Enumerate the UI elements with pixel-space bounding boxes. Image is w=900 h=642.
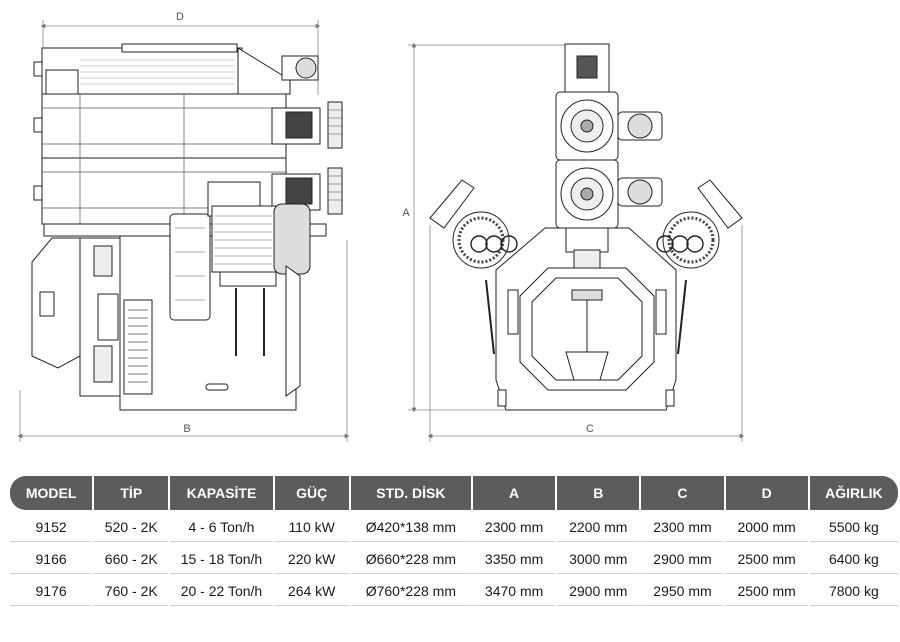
- header-b: B: [557, 476, 640, 510]
- dimension-label-c: C: [586, 423, 594, 435]
- dimension-lines: [17, 20, 745, 442]
- table-cell: Ø420*138 mm: [350, 513, 471, 542]
- table-cell: 3350 mm: [473, 545, 556, 574]
- header-guc: GÜÇ: [274, 476, 349, 510]
- table-cell: 3470 mm: [473, 577, 556, 606]
- table-header-row: MODEL TİP KAPASİTE GÜÇ STD. DİSK A B C D…: [10, 476, 898, 510]
- header-d: D: [725, 476, 808, 510]
- table-cell: 9176: [10, 577, 93, 606]
- table-cell: 5500 kg: [809, 513, 898, 542]
- header-agirlik: AĞIRLIK: [809, 476, 898, 510]
- table-cell: 520 - 2K: [94, 513, 169, 542]
- table-cell: 4 - 6 Ton/h: [170, 513, 273, 542]
- table-cell: 9152: [10, 513, 93, 542]
- table-cell: 264 kW: [274, 577, 349, 606]
- table-cell: 2950 mm: [641, 577, 724, 606]
- table-cell: 110 kW: [274, 513, 349, 542]
- table-cell: 2300 mm: [641, 513, 724, 542]
- header-tip: TİP: [94, 476, 169, 510]
- dimension-label-d: D: [176, 11, 184, 23]
- table-row: 9152 520 - 2K 4 - 6 Ton/h 110 kW Ø420*13…: [10, 513, 898, 542]
- dimension-label-a: A: [402, 207, 410, 219]
- table-cell: 7800 kg: [809, 577, 898, 606]
- table-cell: 6400 kg: [809, 545, 898, 574]
- table-cell: 15 - 18 Ton/h: [170, 545, 273, 574]
- table-cell: 2200 mm: [557, 513, 640, 542]
- table-cell: 2500 mm: [725, 577, 808, 606]
- table-cell: 2300 mm: [473, 513, 556, 542]
- table-row: 9176 760 - 2K 20 - 22 Ton/h 264 kW Ø760*…: [10, 577, 898, 606]
- header-std-disk: STD. DİSK: [350, 476, 471, 510]
- table-cell: 9166: [10, 545, 93, 574]
- table-cell: 20 - 22 Ton/h: [170, 577, 273, 606]
- machine-front-view: [429, 43, 743, 411]
- specification-table: MODEL TİP KAPASİTE GÜÇ STD. DİSK A B C D…: [8, 473, 900, 609]
- table-cell: 220 kW: [274, 545, 349, 574]
- table-cell: 2900 mm: [557, 577, 640, 606]
- table-cell: 2000 mm: [725, 513, 808, 542]
- machine-side-view: [31, 43, 343, 411]
- table-cell: 2900 mm: [641, 545, 724, 574]
- table-row: 9166 660 - 2K 15 - 18 Ton/h 220 kW Ø660*…: [10, 545, 898, 574]
- header-model: MODEL: [10, 476, 93, 510]
- technical-drawing: D B A C: [17, 11, 745, 442]
- table-cell: 760 - 2K: [94, 577, 169, 606]
- table-cell: 660 - 2K: [94, 545, 169, 574]
- table-cell: Ø760*228 mm: [350, 577, 471, 606]
- header-kapasite: KAPASİTE: [170, 476, 273, 510]
- table-cell: 3000 mm: [557, 545, 640, 574]
- header-c: C: [641, 476, 724, 510]
- header-a: A: [473, 476, 556, 510]
- dimension-label-b: B: [183, 423, 190, 435]
- table-cell: Ø660*228 mm: [350, 545, 471, 574]
- table-cell: 2500 mm: [725, 545, 808, 574]
